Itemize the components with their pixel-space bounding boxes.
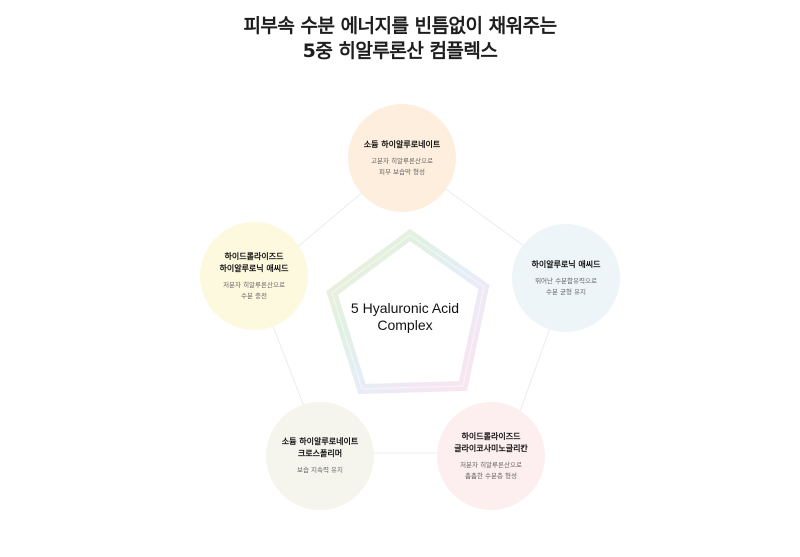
ingredient-node-left: 하이드롤라이즈드 하이알루로닉 애씨드 저분자 히알루론산으로 수분 충전 [200,222,308,330]
ingredient-name: 소듐 하이알루로네이트 크로스폴리머 [282,436,358,460]
ingredient-description: 보습 지속력 유지 [297,465,343,476]
ingredient-node-top: 소듐 하이알루로네이트 고분자 히알루론산으로 피부 보습막 형성 [348,104,456,212]
ingredient-name-line: 글라이코사미노글리칸 [454,443,528,453]
center-label: 5 Hyaluronic Acid Complex [330,300,480,334]
ingredient-description-line: 보습 지속력 유지 [297,466,343,474]
ingredient-description: 저분자 히알루론산으로 수분 충전 [223,280,285,302]
ingredient-node-bottom-right: 하이드롤라이즈드 글라이코사미노글리칸 저분자 히알루론산으로 촘촘한 수분층 … [437,402,545,510]
ingredient-node-bottom-left: 소듐 하이알루로네이트 크로스폴리머 보습 지속력 유지 [266,402,374,510]
inner-pentagon-edge [331,234,485,390]
center-label-line-2: Complex [377,317,433,333]
ingredient-name-line: 하이알루로닉 애씨드 [219,263,289,273]
ingredient-name-line: 하이드롤라이즈드 [461,431,521,441]
ingredient-name: 하이드롤라이즈드 하이알루로닉 애씨드 [219,251,288,275]
ingredient-description-line: 수분 균형 유지 [545,287,586,296]
ingredient-description-line: 고분자 히알루론산으로 [371,156,433,165]
ingredient-description-line: 피부 보습막 형성 [379,167,425,176]
ingredient-name: 하이드롤라이즈드 글라이코사미노글리칸 [454,431,528,455]
headline-line-1: 피부속 수분 에너지를 빈틈없이 채워주는 [243,15,557,37]
ingredient-node-right: 하이알루로닉 애씨드 뛰어난 수분함유력으로 수분 균형 유지 [512,224,620,332]
ingredient-name-line: 하이드롤라이즈드 [224,251,284,261]
ingredient-description: 고분자 히알루론산으로 피부 보습막 형성 [371,156,433,178]
ingredient-description-line: 뛰어난 수분함유력으로 [535,276,597,285]
ingredient-name-line: 크로스폴리머 [297,449,343,458]
ingredient-name: 하이알루로닉 애씨드 [531,259,601,269]
headline-line-2: 5중 히알루론산 컴플렉스 [302,40,498,62]
ingredient-description: 저분자 히알루론산으로 촘촘한 수분층 형성 [460,460,522,482]
headline: 피부속 수분 에너지를 빈틈없이 채워주는 5중 히알루론산 컴플렉스 [0,14,800,64]
center-label-line-1: 5 Hyaluronic Acid [350,300,460,316]
ingredient-description-line: 저분자 히알루론산으로 [460,460,522,469]
ingredient-description-line: 촘촘한 수분층 형성 [465,471,517,480]
ingredient-description-line: 수분 충전 [241,291,267,300]
ingredient-description: 뛰어난 수분함유력으로 수분 균형 유지 [535,276,597,298]
ingredient-description-line: 저분자 히알루론산으로 [223,280,285,289]
ingredient-name-line: 소듐 하이알루로네이트 [281,437,359,446]
ingredient-name: 소듐 하이알루로네이트 [363,139,441,149]
